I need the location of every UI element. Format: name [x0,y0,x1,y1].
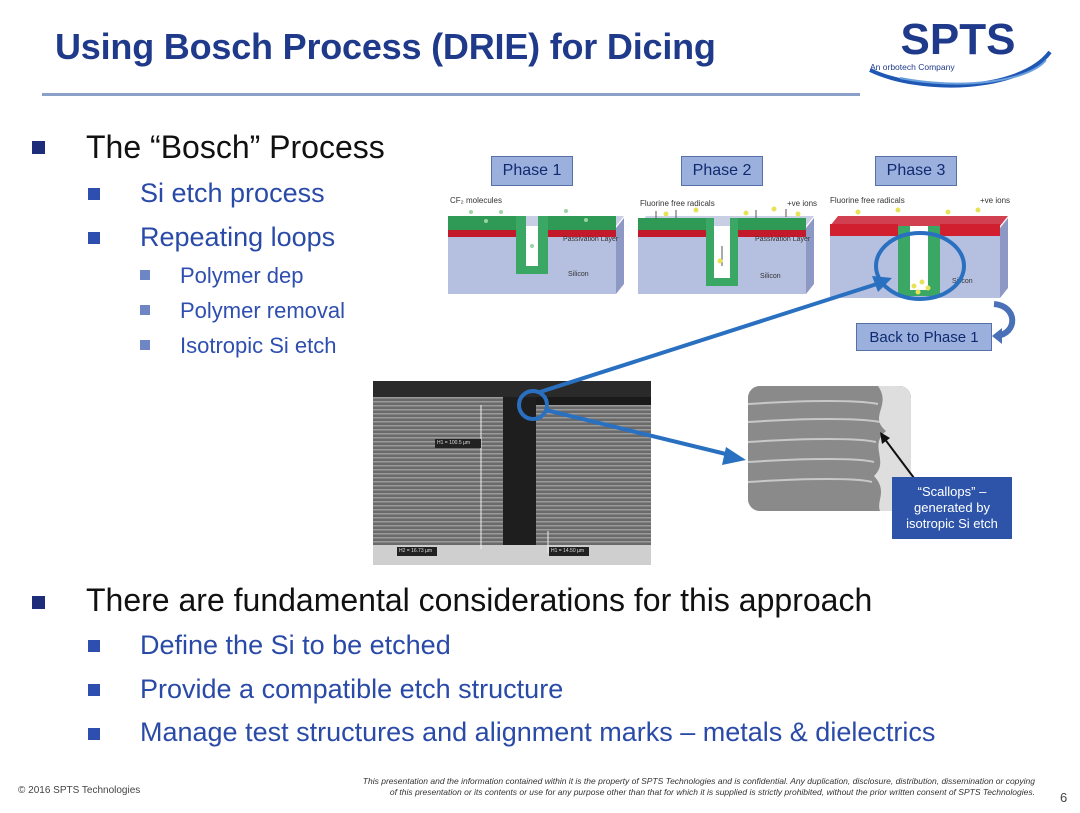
passivation-label-1: Passivation Layer [563,236,619,243]
footer-disclaimer: This presentation and the information co… [300,776,1035,798]
arrow-to-phase-3 [539,281,881,394]
sub-bullet: Repeating loops [140,222,336,252]
bullet-marker [32,141,45,154]
phase-1-diagram [446,206,626,306]
bullet-heading-bosch: The “Bosch” Process [86,129,385,165]
silicon-label-3: Silicon [952,278,973,285]
logo-tagline: An orbotech Company [870,62,955,72]
subsub-bullet: Polymer removal [180,298,346,323]
sem-measure-label: H1 = 100.5 µm [437,440,471,446]
bullet-marker [88,728,100,740]
silicon-label-1: Silicon [568,271,589,278]
annotation-arrow [878,432,918,480]
bullet-marker [140,270,150,280]
phase-2-label: Phase 2 [681,156,763,186]
phase-3-caption: Fluorine free radicals [830,196,905,205]
sub-bullet: Si etch process [140,178,325,208]
phase-2-ions-caption: +ve ions [787,199,818,208]
passivation-label-2: Passivation Layer [755,236,811,243]
silicon-label-2: Silicon [760,273,781,280]
phase-2-diagram [636,206,818,306]
subsub-bullet: Isotropic Si etch [180,333,337,358]
spts-logo: SPTS An orbotech Company [860,12,1055,90]
sub-bullet: Provide a compatible etch structure [140,674,564,704]
phase-3-label: Phase 3 [875,156,957,186]
title-divider [42,93,860,96]
back-to-phase-1-label: Back to Phase 1 [856,323,992,351]
phase-3-highlight-circle [874,231,966,301]
sub-bullet: Define the Si to be etched [140,630,451,660]
page-number: 6 [1060,790,1068,805]
disclaimer-line-1: This presentation and the information co… [362,776,1035,786]
logo-wordmark: SPTS [901,15,1016,64]
loop-arrow-icon [990,300,1020,344]
bullet-marker [140,305,150,315]
scallops-annotation: “Scallops” – generated by isotropic Si e… [892,477,1012,539]
phase-2-caption: Fluorine free radicals [640,199,715,208]
arrow-to-zoom [545,408,731,457]
sem-highlight-circle [517,389,549,421]
subsub-bullet: Polymer dep [180,263,304,288]
bullet-marker [88,640,100,652]
bullet-marker [88,232,100,244]
sub-bullet: Manage test structures and alignment mar… [140,717,936,747]
footer-copyright: © 2016 SPTS Technologies [18,785,141,796]
phase-1-label: Phase 1 [491,156,573,186]
bullet-marker [88,188,100,200]
slide-title: Using Bosch Process (DRIE) for Dicing [55,26,716,67]
bullet-marker [32,596,45,609]
phase-1-caption: CF₂ molecules [450,196,503,205]
sem-measure-label: H1 = 14.50 µm [551,548,585,554]
phase-3-ions-caption: +ve ions [980,196,1011,205]
bullet-marker [88,684,100,696]
bullet-marker [140,340,150,350]
sem-measure-label: H2 = 16.73 µm [399,548,433,554]
disclaimer-line-2: of this presentation or its contents or … [389,787,1035,797]
bullet-heading-considerations: There are fundamental considerations for… [86,582,873,618]
